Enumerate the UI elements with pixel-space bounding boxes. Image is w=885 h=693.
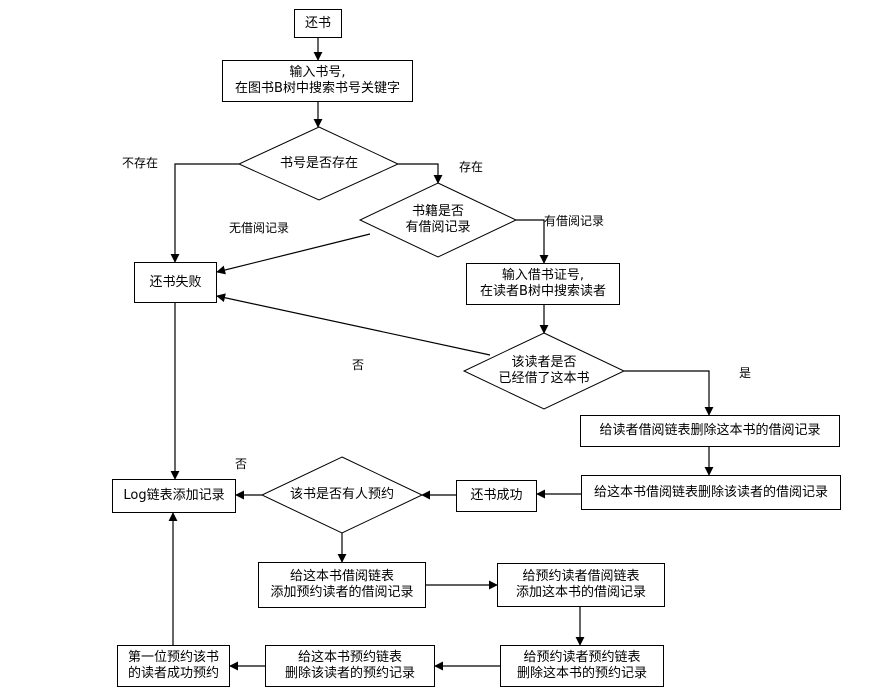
node-text-line: 给预约读者借阅链表 (522, 569, 640, 584)
add-book-borrow-node: 给这本书借阅链表添加预约读者的借阅记录 (258, 562, 426, 608)
node-text-line: 还书 (304, 15, 331, 31)
has-record-diamond (358, 182, 518, 258)
node-text-line: 给这本书预约链表 (297, 650, 402, 665)
start-node: 还书 (294, 9, 342, 38)
edge-record-card (516, 219, 549, 264)
node-text-line: 删除这本书的预约记录 (516, 666, 647, 681)
node-text-line: 有借阅记录 (405, 220, 471, 235)
edge-not-exist-fail (170, 163, 239, 263)
node-text-line: 已经借了这本书 (498, 371, 590, 386)
node-text-line: 添加这本书的借阅记录 (515, 585, 646, 600)
del-book-record-node: 给这本书借阅链表删除该读者的借阅记录 (581, 475, 841, 510)
del-reader-record-node: 给读者借阅链表删除这本书的借阅记录 (580, 415, 840, 447)
node-text-line: 该读者是否 (511, 355, 577, 370)
del-book-reserve-node: 给这本书预约链表删除该读者的预约记录 (265, 645, 435, 687)
node-text-line: 在图书B树中搜索书号关键字 (235, 81, 400, 96)
edge-no-fail (216, 293, 491, 356)
book-exists-diamond (237, 126, 400, 201)
reader-borrowed-text: 该读者是否已经借了这本书 (479, 354, 609, 388)
node-text-line: 输入书号, (289, 65, 346, 80)
label-yes: 是 (739, 366, 752, 380)
reader-borrowed-diamond (462, 332, 626, 410)
node-text-line: 书籍是否 (411, 204, 464, 219)
del-reader-reserve-node: 给预约读者预约链表删除这本书的预约记录 (500, 645, 664, 687)
edge-no-record-fail (216, 233, 371, 275)
label-exist: 存在 (459, 160, 484, 174)
node-text-line: 输入借书证号, (501, 268, 585, 283)
node-text-line: 添加预约读者的借阅记录 (270, 585, 414, 600)
node-text-line: 还书失败 (149, 274, 202, 290)
label-no-record: 无借阅记录 (229, 221, 290, 235)
label-has-record: 有借阅记录 (544, 214, 605, 228)
node-text-line: 还书成功 (470, 488, 523, 503)
first-reserve-node: 第一位预约该书的读者成功预约 (117, 645, 230, 687)
node-text-line: 给这本书借阅链表 (289, 569, 394, 584)
node-text-line: 删除该读者的预约记录 (284, 666, 415, 681)
node-text-line: Log链表添加记录 (123, 488, 225, 503)
label-no-1: 否 (352, 358, 365, 372)
input-card-node: 输入借书证号,在读者B树中搜索读者 (466, 263, 620, 305)
book-exists-text: 书号是否存在 (259, 148, 379, 180)
node-text-line: 该书是否有人预约 (289, 487, 394, 502)
add-reader-borrow-node: 给预约读者借阅链表添加这本书的借阅记录 (497, 563, 665, 607)
edge-yes-del-reader (624, 370, 714, 416)
node-text-line: 给这本书借阅链表删除该读者的借阅记录 (593, 484, 828, 500)
edge-exist-record (398, 163, 443, 184)
log-node: Log链表添加记录 (112, 479, 236, 513)
has-record-text: 书籍是否有借阅记录 (380, 203, 496, 237)
node-text-line: 给读者借阅链表删除这本书的借阅记录 (599, 423, 821, 438)
node-text-line: 在读者B树中搜索读者 (480, 284, 606, 299)
node-text-line: 给预约读者预约链表 (523, 650, 641, 665)
success-node: 还书成功 (456, 480, 537, 512)
fail-node: 还书失败 (134, 262, 217, 303)
node-text-line: 第一位预约该书 (127, 650, 219, 665)
node-text-line: 的读者成功预约 (127, 666, 219, 681)
input-book-node: 输入书号,在图书B树中搜索书号关键字 (222, 60, 413, 102)
reserved-text: 该书是否有人预约 (277, 479, 407, 511)
label-no-2: 否 (235, 457, 248, 471)
label-not-exist: 不存在 (122, 156, 159, 170)
node-text-line: 书号是否存在 (279, 156, 358, 171)
